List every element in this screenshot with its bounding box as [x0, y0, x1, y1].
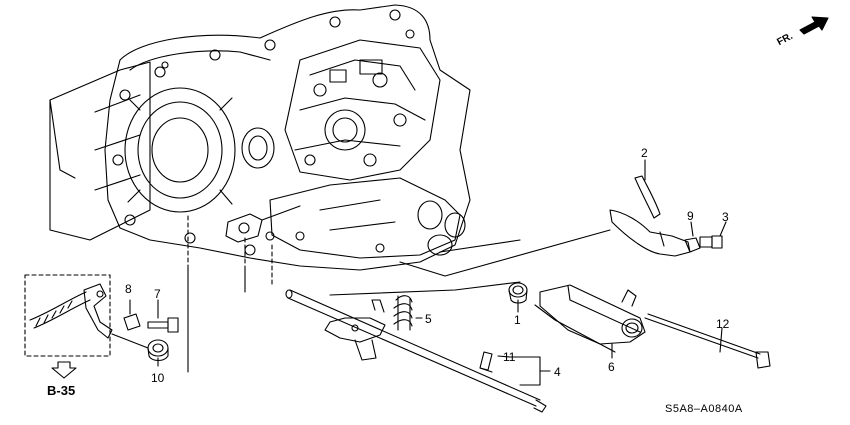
shift-piece: [534, 284, 646, 353]
callout-4: 4: [554, 365, 561, 379]
callout-6: 6: [608, 360, 615, 374]
dowel-pin: [479, 351, 493, 371]
callout-1: 1: [514, 313, 521, 327]
inset-box: [24, 274, 113, 357]
callout-5: 5: [425, 312, 432, 326]
callout-12: 12: [716, 317, 730, 331]
clip-8: [123, 313, 141, 331]
fork-bolt: [684, 235, 723, 253]
callout-7: 7: [154, 287, 161, 301]
shift-fork: [609, 175, 691, 257]
long-bolt: [644, 313, 771, 369]
callout-3: 3: [722, 210, 729, 224]
spring: [393, 295, 413, 331]
callout-8: 8: [125, 282, 132, 296]
diagram-code: S5A8–A0840A: [665, 403, 743, 415]
grommet-10: [147, 339, 169, 362]
front-arrow-icon: [799, 16, 829, 35]
reference-label: B-35: [47, 383, 76, 398]
callout-10: 10: [151, 371, 165, 385]
bolt-7: [147, 317, 179, 333]
callout-2: 2: [641, 146, 648, 160]
callout-9: 9: [687, 209, 694, 223]
callout-11: 11: [503, 350, 516, 364]
down-arrow-icon: [51, 361, 77, 379]
hidden-lines: [187, 215, 273, 286]
transmission-housing: [49, 4, 471, 271]
guide-lines: [111, 229, 611, 373]
shift-shaft: [285, 289, 547, 413]
callout-leaders: [129, 159, 727, 386]
